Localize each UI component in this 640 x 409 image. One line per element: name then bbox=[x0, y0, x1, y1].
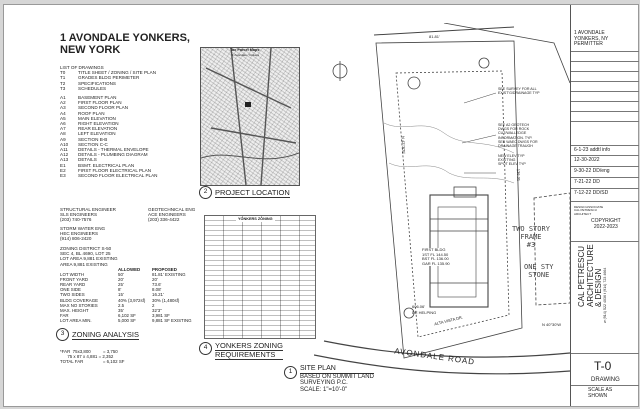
bearing-dim: N 42°30'E bbox=[400, 135, 407, 155]
curve-note: DE HELPING bbox=[412, 310, 437, 315]
drawing-number: 2 bbox=[199, 186, 212, 199]
geotechnical-engineer: GEOTECHNICAL ENG ACE ENGINEERS (203) 336… bbox=[148, 207, 196, 223]
project-location-label: 2 PROJECT LOCATION bbox=[199, 186, 290, 199]
revision-3: 9-30-22 DD/eng bbox=[574, 168, 610, 174]
side-dim: 136.31 bbox=[515, 168, 522, 182]
firm-name: CAL PETRESCU ARCHITECTURE & DESIGN bbox=[577, 244, 603, 307]
drawing-sheet: 1 AVONDALE YONKERS, NEW YORK LIST OF DRA… bbox=[3, 4, 639, 407]
elevation-box: FIRST BLDG 1ST FL 144.50 BST FL 136.00 G… bbox=[422, 247, 450, 267]
zoning-table-header: ALLOWED PROPOSED bbox=[118, 267, 177, 272]
far-calculation: *FAR 75x3,800 = 3,750 75 x 87 x 4,881 = … bbox=[60, 349, 125, 365]
map-subtitle: 1 Avondale, Yonkers bbox=[232, 53, 260, 57]
geotech-note: SEE A2 GEOTECH DWGS FOR ROCK CUT/WALLEDG… bbox=[498, 123, 538, 149]
structural-engineer: STRUCTURAL ENGINEER SLS ENGINEERS (203) … bbox=[60, 207, 116, 223]
requirements-table-title: YONKERS ZONING bbox=[236, 217, 275, 222]
zoning-info: ZONING DISTRICT S-50 SEC 4, BL 4690, LOT… bbox=[60, 246, 118, 267]
revision-5: 7-12-22 DD/SD bbox=[574, 190, 609, 196]
copyright: COPYRIGHT 2022-2023 bbox=[591, 218, 621, 230]
title-block-project: 1 AVONDALE YONKERS, NY PERMITTER bbox=[574, 30, 609, 48]
title-block bbox=[570, 5, 639, 406]
neighbor-frame-label: TWO STORY FRAME #3 bbox=[512, 225, 550, 249]
zoning-analysis-label: 3 ZONING ANALYSIS bbox=[56, 328, 139, 341]
project-title: 1 AVONDALE YONKERS, NEW YORK bbox=[60, 32, 190, 56]
site-plan: FIRST BLDG 1ST FL 144.50 BST FL 136.00 G… bbox=[313, 22, 571, 401]
map-streets bbox=[200, 47, 300, 186]
elev-note: NEW ELEV TYP EXIST'ING SPOT ELEV TYP bbox=[498, 154, 526, 167]
design-stamp: DESIGN ASSOCIATE CAL PETRESCU ARCHITECT bbox=[574, 205, 604, 216]
frontage-dim: 81.81' bbox=[429, 34, 440, 39]
consultants: STRUCTURAL ENGINEER SLS ENGINEERS (203) … bbox=[60, 207, 226, 241]
revision-2: 12-30-2022 bbox=[574, 157, 600, 163]
revision-1: 6-1-23 addtl info bbox=[574, 147, 611, 153]
site-plan-label: 1 SITE PLAN BASED ON SUMMIT LAND SURVEYI… bbox=[284, 365, 374, 393]
curve-dim: 606.06' bbox=[412, 304, 425, 309]
tax-parcel-map bbox=[200, 47, 300, 186]
site-plan-drawing bbox=[313, 22, 571, 375]
neighbor-stone-label: ONE STY STONE bbox=[524, 263, 554, 279]
rear-dim: N 40°30'W bbox=[542, 322, 562, 327]
survey-note: SEE SURVEY FOR ALL EXIST'G/DRAINAGE TYP bbox=[498, 87, 540, 96]
map-title: Tax Parcel Maps bbox=[230, 48, 260, 52]
drawing-number: 1 bbox=[284, 366, 297, 379]
sheet-scale: SCALE AS SHOWN bbox=[588, 387, 613, 399]
zoning-requirements-label: 4 YONKERS ZONING REQUIREMENTS bbox=[199, 342, 283, 360]
firm-contact: w (914) 522 4036 t (914) 723 4664 bbox=[603, 267, 607, 323]
drawing-number: 4 bbox=[199, 342, 212, 355]
sheet-number: T-0 bbox=[594, 359, 612, 373]
zoning-requirements-table bbox=[204, 215, 316, 339]
drawing-list-heading: LIST OF DRAWINGS bbox=[60, 65, 104, 70]
sheet-title: DRAWING bbox=[591, 377, 620, 383]
storm-water-engineer: STORM WATER ENG HEC ENGINEERS (914) 806-… bbox=[60, 225, 106, 242]
revision-4: 7-21-22 DD bbox=[574, 179, 600, 185]
drawing-number: 3 bbox=[56, 328, 69, 341]
